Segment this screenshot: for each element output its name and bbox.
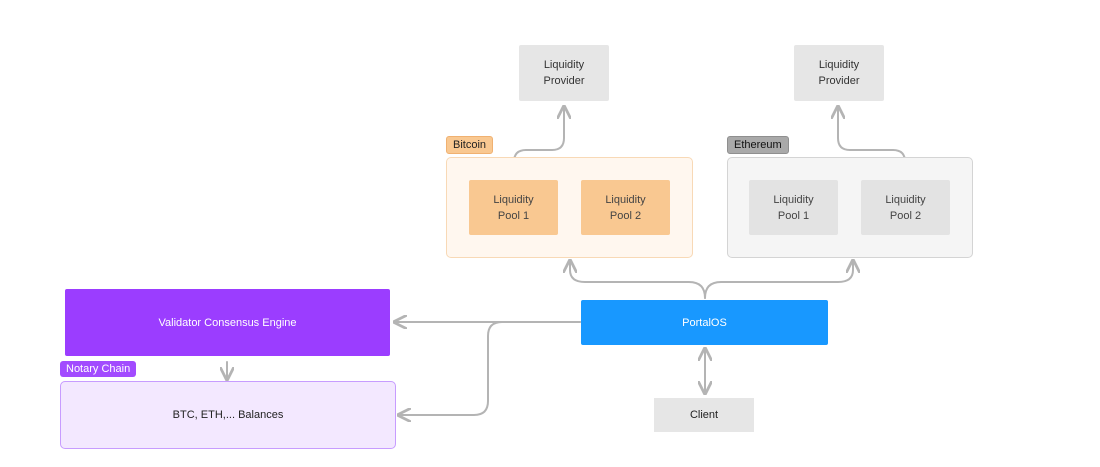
- client-node[interactable]: Client: [654, 398, 754, 432]
- ethereum-liquidity-provider[interactable]: Liquidity Provider: [794, 45, 884, 101]
- bitcoin-pool-1-label: Liquidity Pool 1: [493, 193, 534, 222]
- ethereum-pool-2-label: Liquidity Pool 2: [885, 193, 926, 222]
- portal-to-ethereum-link: [704, 262, 853, 299]
- bitcoin-liquidity-pool-2[interactable]: Liquidity Pool 2: [581, 180, 670, 235]
- portal-to-bitcoin-link: [570, 262, 706, 299]
- notary-balances[interactable]: BTC, ETH,... Balances: [60, 381, 396, 449]
- bitcoin-pool-2-label: Liquidity Pool 2: [605, 193, 646, 222]
- portalos-label: PortalOS: [682, 316, 727, 329]
- ethereum-pool-1-label: Liquidity Pool 1: [773, 193, 814, 222]
- ethereum-liquidity-provider-label: Liquidity Provider: [818, 59, 860, 87]
- bitcoin-liquidity-provider-label: Liquidity Provider: [543, 59, 585, 87]
- portalos-node[interactable]: PortalOS: [581, 300, 828, 345]
- notary-chain-tag: Notary Chain: [60, 361, 137, 377]
- bitcoin-liquidity-pool-1[interactable]: Liquidity Pool 1: [469, 180, 558, 235]
- ethereum-liquidity-pool-1[interactable]: Liquidity Pool 1: [749, 180, 838, 235]
- portal-to-balances-link: [400, 321, 581, 415]
- validator-consensus-engine[interactable]: Validator Consensus Engine: [65, 289, 390, 356]
- ethereum-liquidity-pool-2[interactable]: Liquidity Pool 2: [861, 180, 950, 235]
- validator-label: Validator Consensus Engine: [158, 316, 297, 329]
- client-label: Client: [689, 409, 719, 421]
- ethereum-tag: Ethereum: [727, 136, 789, 154]
- bitcoin-liquidity-provider[interactable]: Liquidity Provider: [519, 45, 609, 101]
- balances-label: BTC, ETH,... Balances: [172, 409, 284, 421]
- bitcoin-tag: Bitcoin: [446, 136, 494, 154]
